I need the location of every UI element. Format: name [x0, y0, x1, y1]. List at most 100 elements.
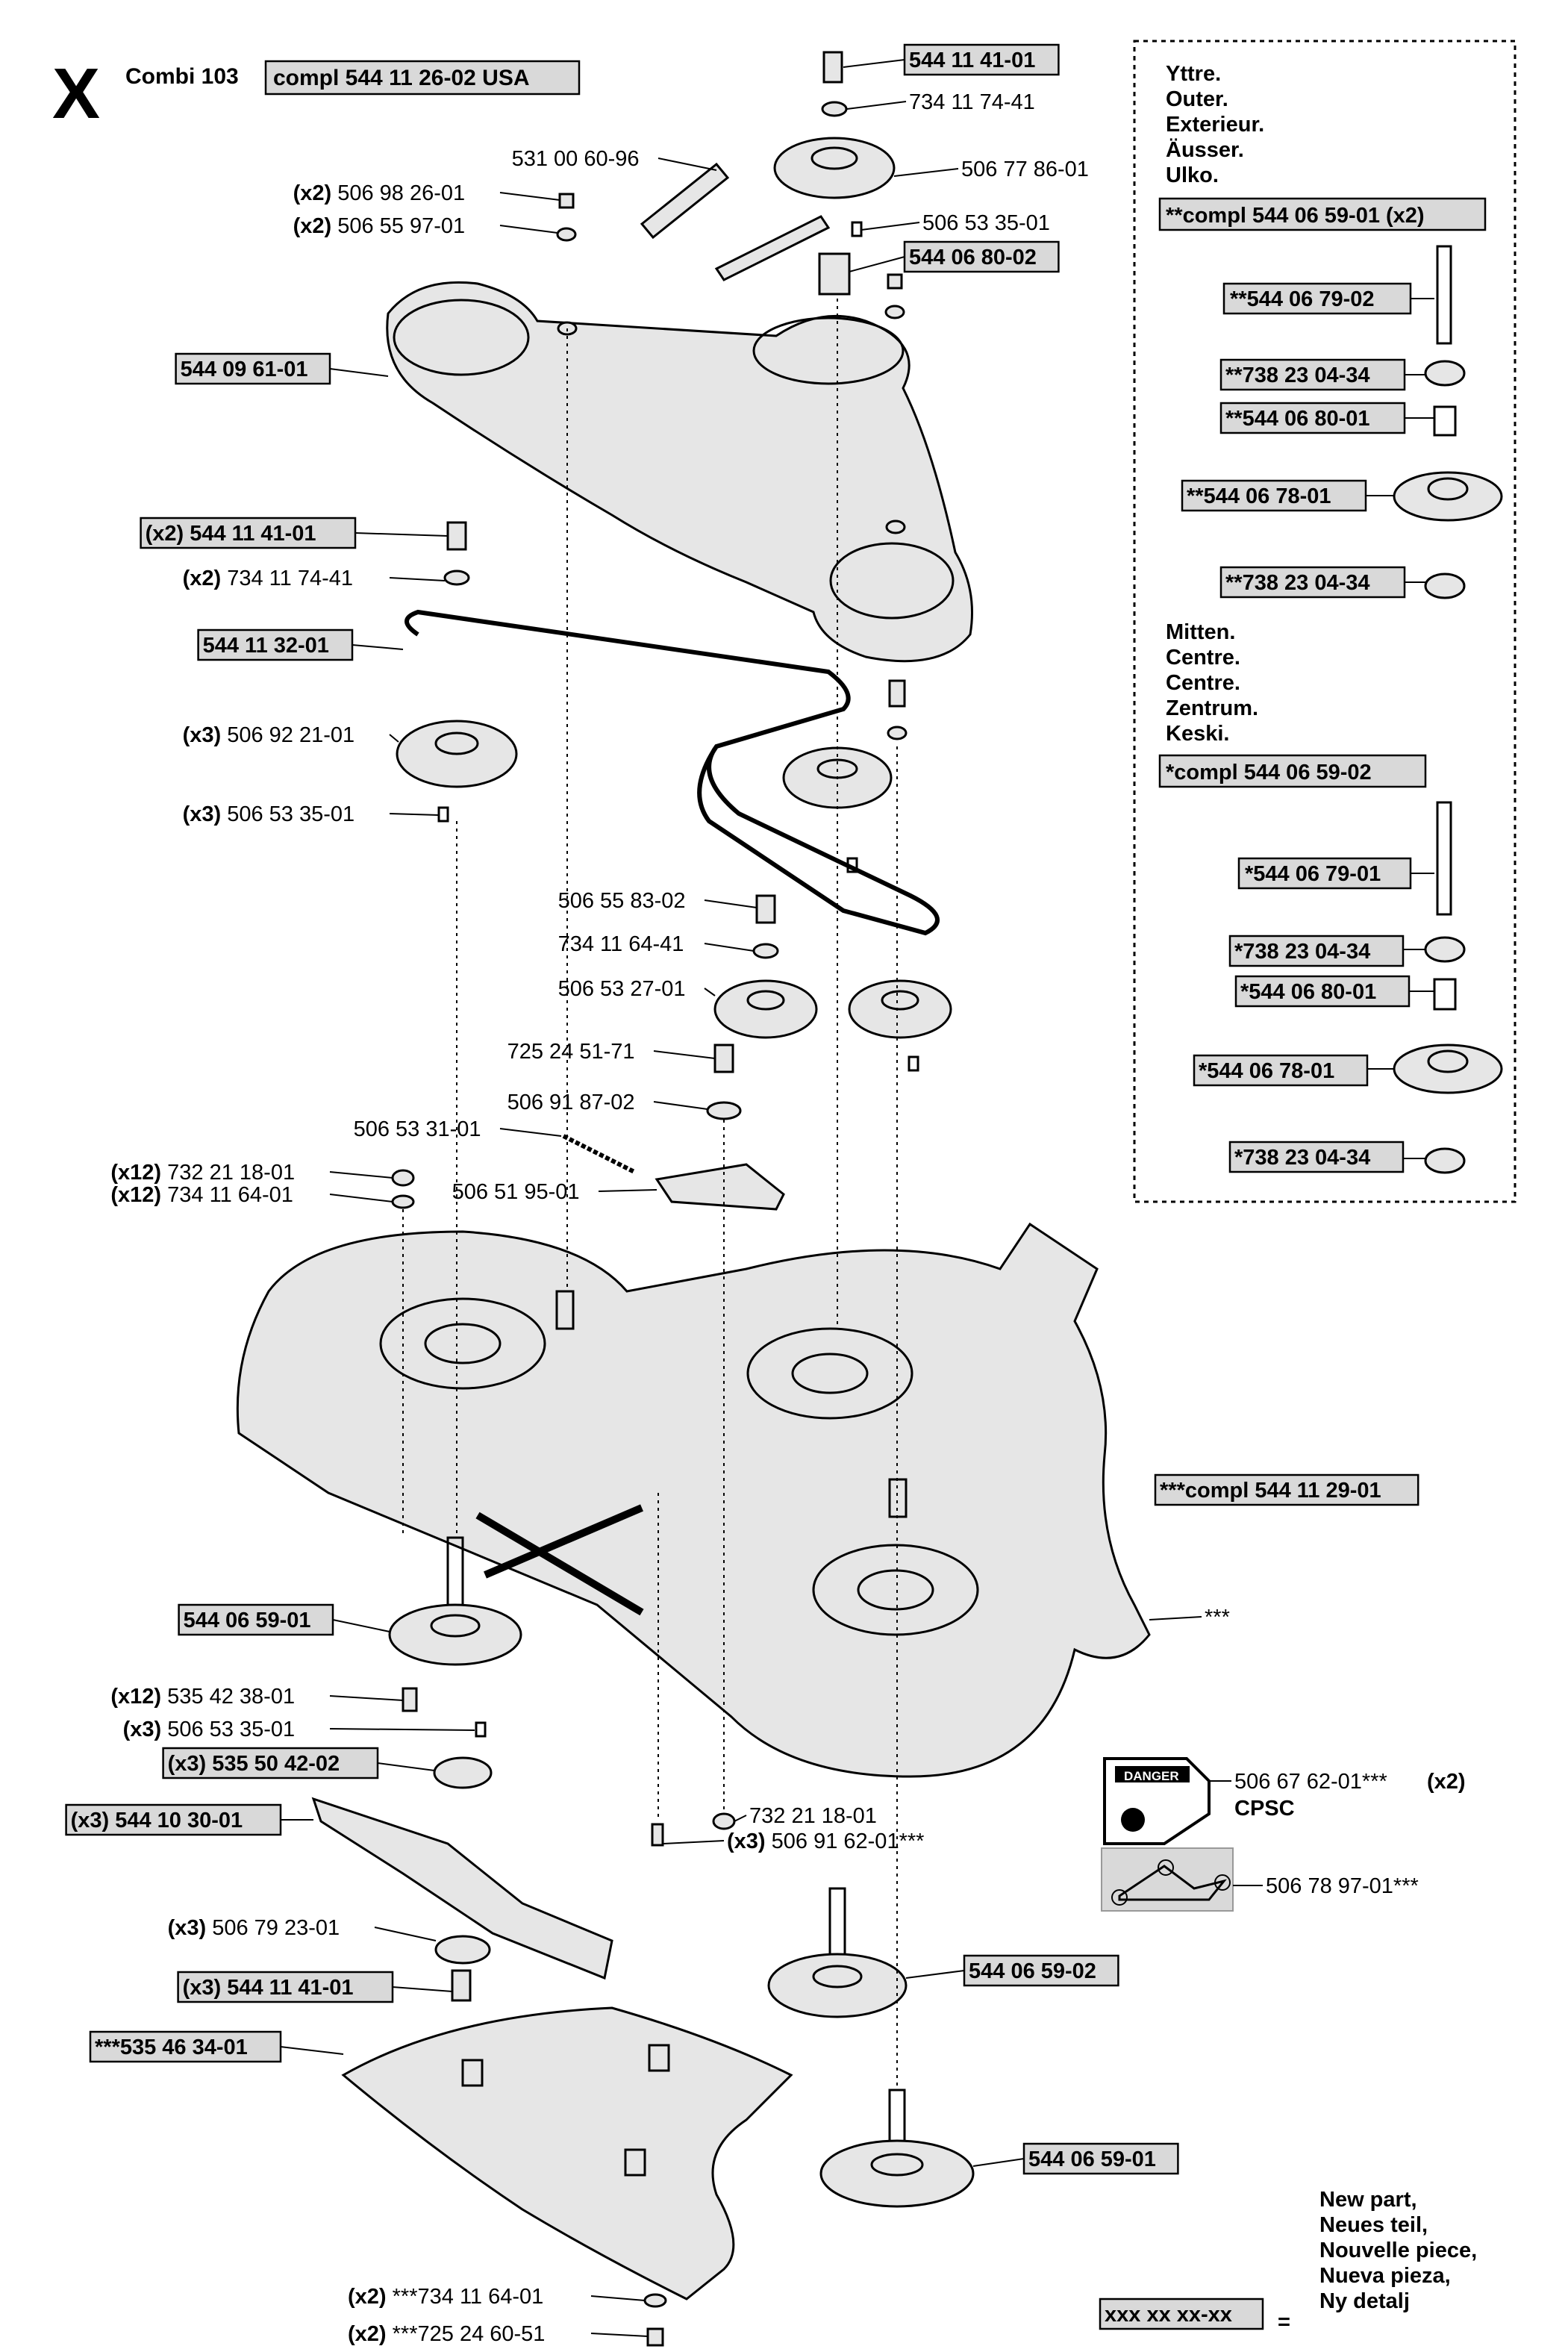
callout-label[interactable]: 544 06 59-01	[184, 1609, 311, 1632]
part-callout[interactable]: (x3) 506 53 35-01	[123, 1718, 475, 1741]
part-callout[interactable]: (x3) 506 79 23-01	[168, 1916, 437, 1941]
callout-label[interactable]: (x3) 506 91 62-01***	[727, 1829, 924, 1853]
part-callout[interactable]: 506 91 87-02	[507, 1091, 708, 1114]
callout-label[interactable]: (x3) 506 53 35-01	[183, 802, 355, 826]
callout-label[interactable]: (x12) 732 21 18-01	[110, 1161, 295, 1185]
callout-label[interactable]: (x3) 535 50 42-02	[168, 1752, 340, 1776]
callout-label[interactable]: 544 06 59-02	[969, 1959, 1096, 1983]
part-callout[interactable]: 506 53 31-01	[354, 1117, 562, 1141]
inset-part-label[interactable]: **738 23 04-34	[1225, 364, 1370, 387]
callout-label[interactable]: (x3) 544 11 41-01	[183, 1976, 354, 2000]
part-callout[interactable]: (x2) 506 98 26-01	[293, 181, 560, 205]
part-callout[interactable]: 544 06 59-01	[972, 2142, 1179, 2175]
part-callout[interactable]: (x2) 544 11 41-01	[140, 517, 449, 549]
callout-label[interactable]: 732 21 18-01	[749, 1804, 877, 1828]
callout-label[interactable]: (x2) 506 98 26-01	[293, 181, 466, 205]
part-callout[interactable]: 506 51 95-01	[452, 1180, 658, 1204]
callout-label[interactable]: 531 00 60-96	[512, 147, 640, 171]
callout-label[interactable]: (x2) ***734 11 64-01	[348, 2285, 543, 2309]
part-callout[interactable]: 544 11 32-01	[197, 628, 404, 661]
callout-label[interactable]: (x2) 734 11 74-41	[183, 567, 353, 590]
callout-label[interactable]: (x2) ***725 24 60-51	[348, 2322, 545, 2346]
part-callout[interactable]: 544 06 59-02	[905, 1954, 1119, 1987]
inset-part-label[interactable]: *738 23 04-34	[1234, 940, 1370, 964]
callout-label[interactable]: 544 06 80-02	[909, 246, 1037, 269]
callout-label[interactable]: 506 77 86-01	[961, 157, 1089, 181]
inset-part-label[interactable]: **738 23 04-34	[1225, 571, 1370, 595]
callout-label[interactable]: 544 09 61-01	[181, 358, 308, 381]
part-callout[interactable]: 531 00 60-96	[512, 147, 717, 171]
part-callout[interactable]: (x2) 506 55 97-01	[293, 214, 558, 238]
inset-outer-assembly[interactable]: **compl 544 06 59-01 (x2)	[1166, 204, 1425, 228]
section-letter: X	[52, 54, 100, 134]
callout-label[interactable]: (x3) 506 79 23-01	[168, 1916, 340, 1940]
callout-label[interactable]: (x2) 506 55 97-01	[293, 214, 466, 238]
part-callout[interactable]: 734 11 74-41	[846, 90, 1035, 114]
part-callout[interactable]: (x12) 535 42 38-01	[110, 1685, 404, 1709]
part-callout[interactable]: 544 11 41-01	[843, 43, 1060, 76]
part-callout[interactable]: 506 53 27-01	[558, 977, 716, 1001]
belt-decal-part[interactable]: 506 78 97-01***	[1266, 1874, 1419, 1898]
part-callout[interactable]: 732 21 18-01	[734, 1804, 877, 1828]
assembly-number[interactable]: compl 544 11 26-02 USA	[273, 66, 530, 90]
part-callout[interactable]: ***535 46 34-01	[89, 2030, 344, 2063]
part-callout[interactable]: 544 06 59-01	[178, 1603, 390, 1636]
callout-label[interactable]: (x3) 506 53 35-01	[123, 1718, 296, 1741]
part-callout[interactable]: 725 24 51-71	[507, 1040, 716, 1064]
part-callout[interactable]: (x3) 544 10 30-01	[65, 1803, 313, 1836]
inset-center-label: Mitten.	[1166, 620, 1235, 644]
callout-label[interactable]: (x3) 506 92 21-01	[183, 723, 355, 747]
callout-label[interactable]: ***535 46 34-01	[95, 2036, 248, 2059]
callout-label[interactable]: 506 53 35-01	[922, 211, 1050, 235]
inset-part-label[interactable]: *738 23 04-34	[1234, 1146, 1370, 1170]
part-callout[interactable]: (x12) 734 11 64-01	[110, 1183, 393, 1207]
callout-label[interactable]: (x2) 544 11 41-01	[146, 522, 316, 546]
inset-part-label[interactable]: **544 06 80-01	[1225, 407, 1370, 431]
callout-part-number: 725 24 51-71	[507, 1040, 635, 1064]
part-callout[interactable]: 544 06 80-02	[849, 240, 1060, 273]
callout-label[interactable]: ***	[1205, 1606, 1230, 1629]
callout-label[interactable]: 506 91 87-02	[507, 1091, 635, 1114]
part-callout[interactable]: 506 53 35-01	[860, 211, 1050, 235]
callout-label[interactable]: 506 55 83-02	[558, 889, 686, 913]
inset-part-label[interactable]: *544 06 80-01	[1240, 980, 1376, 1004]
callout-label[interactable]: ***compl 544 11 29-01	[1160, 1479, 1381, 1503]
callout-part-number: 732 21 18-01	[749, 1804, 877, 1828]
callout-label[interactable]: 544 11 41-01	[909, 49, 1035, 72]
part-callout[interactable]: (x3) 506 53 35-01	[183, 802, 440, 826]
part-callout[interactable]: (x2) ***725 24 60-51	[348, 2322, 649, 2346]
callout-label[interactable]: 544 11 32-01	[203, 634, 329, 658]
part-callout[interactable]: (x2) ***734 11 64-01	[348, 2285, 646, 2309]
callout-label[interactable]: 734 11 64-41	[558, 932, 684, 956]
inset-part-label[interactable]: **544 06 78-01	[1187, 484, 1331, 508]
inset-center-assembly[interactable]: *compl 544 06 59-02	[1166, 761, 1372, 784]
callout-label[interactable]: (x12) 535 42 38-01	[110, 1685, 295, 1709]
callout-label[interactable]: 506 53 27-01	[558, 977, 686, 1001]
part-callout[interactable]: ***compl 544 11 29-01	[1154, 1473, 1419, 1506]
part-callout[interactable]: 734 11 64-41	[558, 932, 755, 956]
part-callout[interactable]: (x3) 535 50 42-02	[162, 1747, 435, 1779]
part-callout[interactable]: (x3) 506 92 21-01	[183, 723, 399, 747]
part-callout[interactable]: (x12) 732 21 18-01	[110, 1161, 393, 1185]
part-callout[interactable]: 506 55 83-02	[558, 889, 758, 913]
callout-label[interactable]: 544 06 59-01	[1028, 2147, 1156, 2171]
part-callout[interactable]: 506 77 86-01	[893, 157, 1089, 181]
part-callout[interactable]: 544 09 61-01	[175, 352, 389, 385]
callout-label[interactable]: 734 11 74-41	[909, 90, 1035, 114]
part-callout[interactable]: (x2) 734 11 74-41	[183, 567, 446, 590]
leader-line	[374, 1927, 437, 1941]
part-callout[interactable]: ***	[1149, 1606, 1230, 1629]
callout-label[interactable]: 725 24 51-71	[507, 1040, 635, 1064]
callout-label[interactable]: (x12) 734 11 64-01	[110, 1183, 293, 1207]
part-callout[interactable]: (x3) 506 91 62-01***	[662, 1829, 924, 1853]
part-callout[interactable]: (x3) 544 11 41-01	[177, 1971, 453, 2003]
danger-decal-part[interactable]: 506 67 62-01***	[1234, 1770, 1387, 1794]
inset-part-label[interactable]: *544 06 78-01	[1199, 1059, 1334, 1083]
inset-part-label[interactable]: *544 06 79-01	[1245, 862, 1381, 886]
callout-qty: (x3)	[183, 723, 228, 747]
callout-label[interactable]: (x3) 544 10 30-01	[71, 1809, 243, 1832]
callout-label[interactable]: 506 51 95-01	[452, 1180, 580, 1204]
callout-label[interactable]: 506 53 31-01	[354, 1117, 481, 1141]
inset-part-label[interactable]: **544 06 79-02	[1230, 287, 1375, 311]
